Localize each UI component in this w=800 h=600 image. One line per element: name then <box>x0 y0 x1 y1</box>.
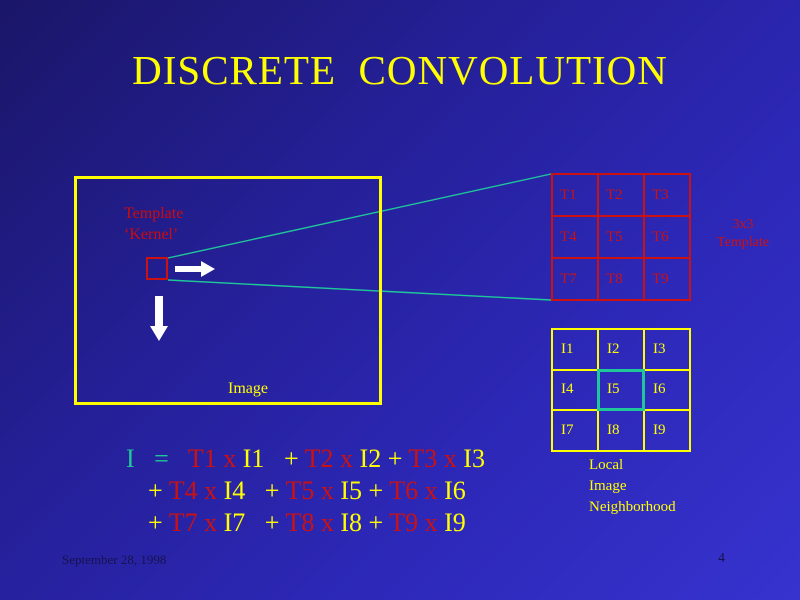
template-kernel-label-line1: Template <box>124 205 184 222</box>
page-title: DISCRETE CONVOLUTION <box>132 47 668 93</box>
template-kernel-label: Template ‘Kernel’ <box>124 203 183 245</box>
equation-term-t: T5 <box>285 476 315 505</box>
template-cell: T1 <box>553 175 599 217</box>
footer-page-number: 4 <box>718 551 725 566</box>
equation-line-1: I = T1 x I1 + T2 x I2 + T3 x I3 <box>126 443 546 475</box>
equation-times-symbol: x <box>424 508 438 537</box>
equation-times-symbol: x <box>204 508 218 537</box>
convolution-equation: I = T1 x I1 + T2 x I2 + T3 x I3 + T4 x I… <box>126 443 546 539</box>
equation-times-symbol: x <box>424 476 438 505</box>
kernel-window-square <box>146 257 168 280</box>
equation-plus-symbol: + <box>148 476 163 505</box>
equation-term-i: I6 <box>444 476 466 505</box>
footer-date: September 28, 1998 <box>62 552 167 567</box>
equation-equals-symbol: = <box>154 444 169 473</box>
template-cell: T8 <box>599 259 645 301</box>
neighborhood-caption-line3: Neighborhood <box>589 499 676 515</box>
template-cell: T5 <box>599 217 645 259</box>
equation-term-i: I7 <box>223 508 246 537</box>
equation-plus-symbol: + <box>264 476 280 505</box>
equation-term-i: I1 <box>242 444 265 473</box>
equation-term-i: I4 <box>223 476 246 505</box>
local-image-neighborhood-caption: Local Image Neighborhood <box>589 455 676 518</box>
equation-term-i: I9 <box>444 508 466 537</box>
image-label: Image <box>228 380 268 397</box>
image-cell: I6 <box>645 370 691 412</box>
equation-plus-symbol: + <box>368 508 384 537</box>
equation-line-3: + T7 x I7 + T8 x I8 + T9 x I9 <box>126 507 546 539</box>
template-grid-caption: 3x3 Template <box>693 216 793 252</box>
image-neighborhood-3x3-grid: I1 I2 I3 I4 I5 I6 I7 I8 I9 <box>551 328 691 452</box>
equation-term-t: T7 <box>168 508 198 537</box>
equation-result-symbol: I <box>126 444 135 473</box>
image-cell: I9 <box>645 411 691 452</box>
equation-times-symbol: x <box>204 476 218 505</box>
image-cell-center-highlighted: I5 <box>597 368 645 412</box>
equation-line-2: + T4 x I4 + T5 x I5 + T6 x I6 <box>126 475 546 507</box>
equation-times-symbol: x <box>443 444 457 473</box>
template-cell: T2 <box>599 175 645 217</box>
image-cell: I4 <box>553 370 599 412</box>
image-cell: I1 <box>553 330 599 371</box>
equation-plus-symbol: + <box>264 508 280 537</box>
equation-times-symbol: x <box>223 444 237 473</box>
image-area-box <box>74 176 382 405</box>
equation-times-symbol: x <box>320 508 334 537</box>
neighborhood-caption-line2: Image <box>589 478 627 494</box>
equation-term-i: I5 <box>340 476 363 505</box>
template-3x3-grid: T1 T2 T3 T4 T5 T6 T7 T8 T9 <box>551 173 691 301</box>
image-cell: I2 <box>599 330 645 371</box>
scan-right-arrow-icon <box>175 261 215 277</box>
template-caption-line1: 3x3 <box>732 217 754 232</box>
equation-term-i: I8 <box>340 508 363 537</box>
template-cell: T4 <box>553 217 599 259</box>
image-cell: I8 <box>599 411 645 452</box>
scan-down-arrow-icon <box>150 296 168 341</box>
equation-times-symbol: x <box>320 476 334 505</box>
neighborhood-caption-line1: Local <box>589 457 624 473</box>
equation-term-t: T1 <box>187 444 217 473</box>
template-cell: T7 <box>553 259 599 301</box>
equation-term-t: T9 <box>389 508 419 537</box>
equation-term-t: T2 <box>304 444 334 473</box>
equation-term-i: I2 <box>359 444 382 473</box>
equation-term-t: T4 <box>168 476 198 505</box>
equation-plus-symbol: + <box>148 508 163 537</box>
image-cell: I3 <box>645 330 691 371</box>
equation-plus-symbol: + <box>283 444 299 473</box>
equation-plus-symbol: + <box>368 476 384 505</box>
template-kernel-label-line2: ‘Kernel’ <box>124 226 179 243</box>
template-cell: T3 <box>645 175 691 217</box>
template-cell: T6 <box>645 217 691 259</box>
equation-term-t: T6 <box>389 476 419 505</box>
equation-times-symbol: x <box>340 444 354 473</box>
image-cell: I7 <box>553 411 599 452</box>
equation-term-t: T8 <box>285 508 315 537</box>
equation-term-t: T3 <box>408 444 438 473</box>
equation-plus-symbol: + <box>387 444 403 473</box>
template-cell: T9 <box>645 259 691 301</box>
template-caption-line2: Template <box>717 235 769 250</box>
equation-term-i: I3 <box>463 444 485 473</box>
